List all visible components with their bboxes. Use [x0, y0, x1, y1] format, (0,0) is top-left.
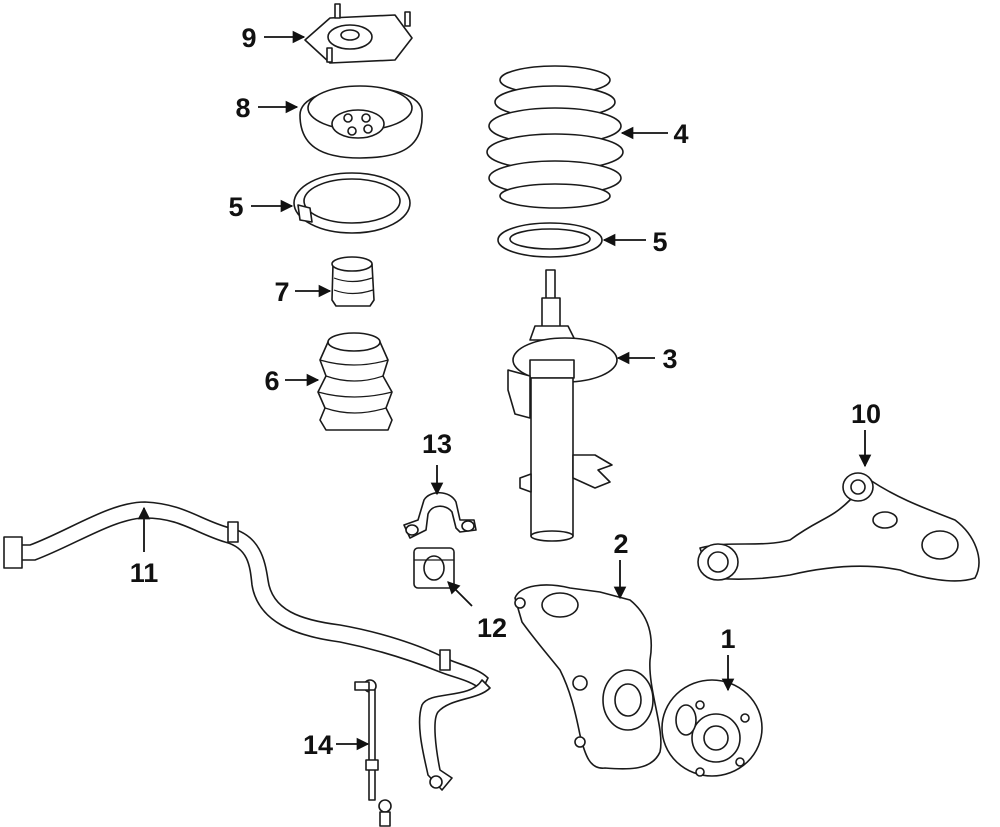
dust-boot: [317, 332, 393, 431]
stabilizer-bushing: [413, 547, 455, 589]
lower-spring-isolator: [497, 222, 603, 258]
upper-spring-seat: [299, 85, 423, 159]
callout-9: 9: [241, 23, 256, 53]
leader-arrow-12: [447, 581, 473, 607]
strut-mount: [304, 3, 413, 64]
callout-11: 11: [130, 558, 159, 588]
callout-5-lower: 5: [652, 227, 667, 257]
callout-labels: 1 2 3 4 5 5 6 7 8 9 10 11 12 13 14: [130, 23, 881, 760]
callout-12: 12: [477, 613, 507, 643]
leader-arrows: [137, 30, 872, 751]
bushing-clamp: [403, 491, 477, 539]
coil-spring: [486, 65, 624, 209]
lower-control-arm: [697, 472, 980, 582]
callout-1: 1: [720, 624, 735, 654]
callout-14: 14: [303, 730, 333, 760]
steering-knuckle: [514, 584, 662, 770]
wheel-hub: [661, 679, 763, 777]
callout-2: 2: [613, 529, 628, 559]
callout-7: 7: [274, 277, 289, 307]
upper-spring-isolator: [293, 172, 411, 234]
callout-6: 6: [264, 366, 279, 396]
callout-4: 4: [673, 119, 688, 149]
callout-13: 13: [422, 429, 452, 459]
stabilizer-link: [354, 679, 392, 827]
callout-5-upper: 5: [228, 192, 243, 222]
callout-8: 8: [235, 93, 250, 123]
bump-stop: [331, 256, 375, 307]
strut-assembly: [507, 269, 618, 542]
stabilizer-bar: [3, 501, 491, 791]
callout-3: 3: [662, 344, 677, 374]
callout-10: 10: [851, 399, 881, 429]
